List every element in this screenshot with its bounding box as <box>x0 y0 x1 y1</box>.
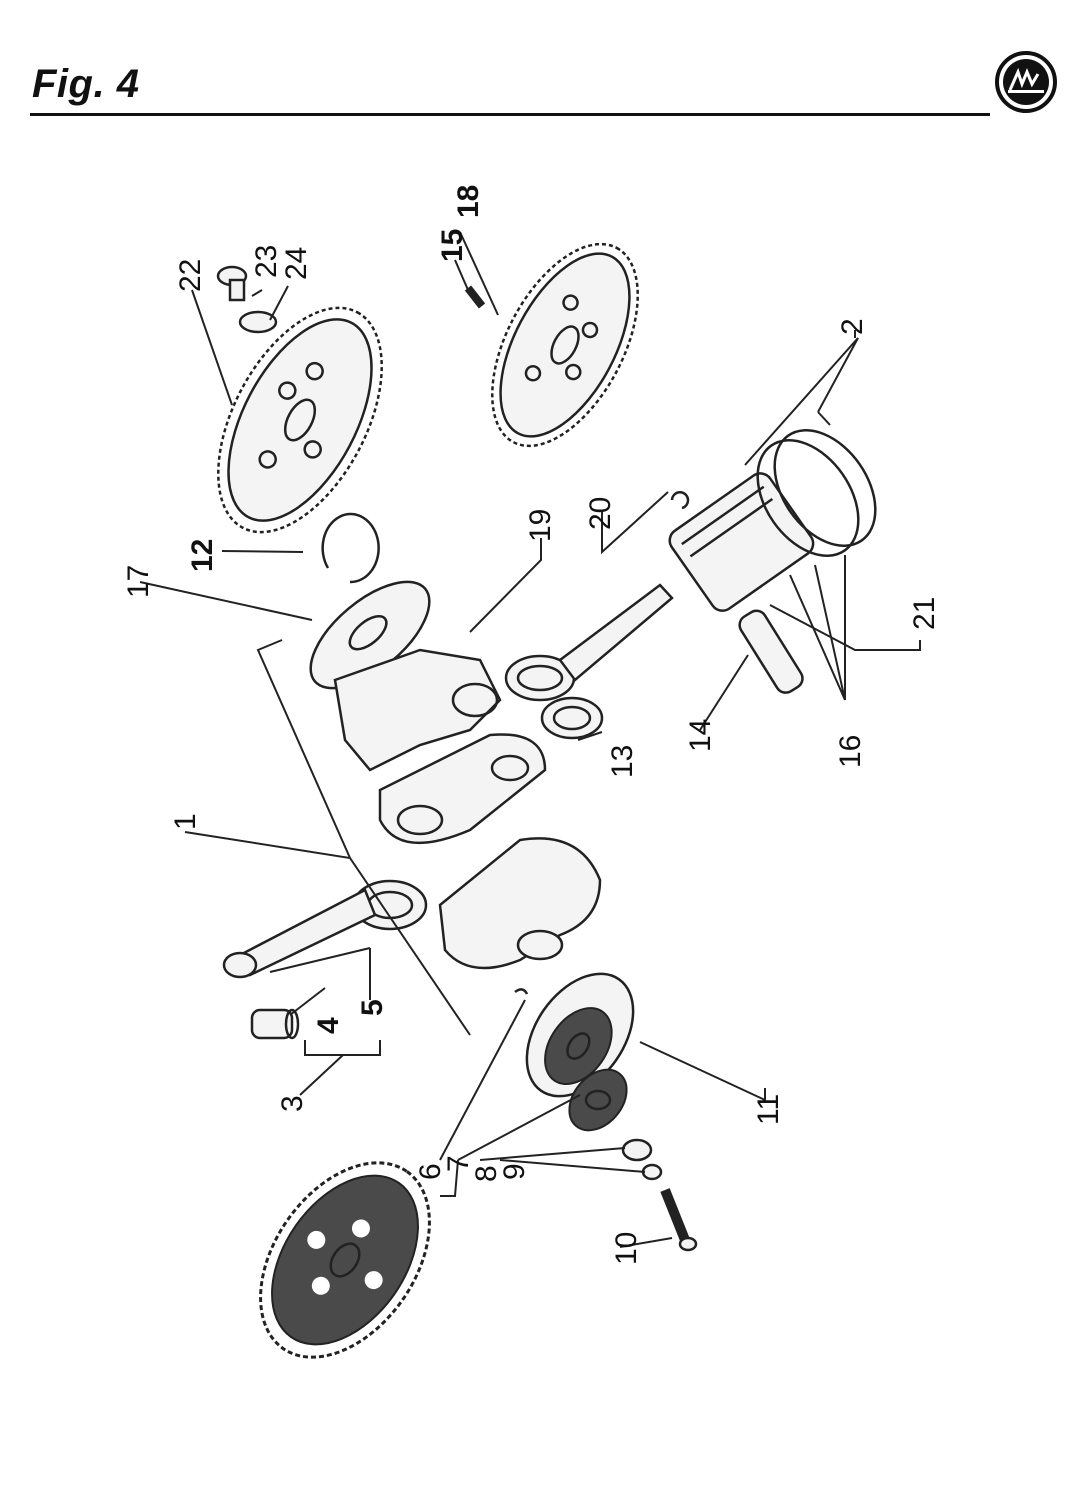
piston-clip <box>670 491 690 510</box>
connecting-rod-upper <box>504 583 674 702</box>
crank-web-middle <box>378 733 547 845</box>
small-end-bushing <box>250 1008 300 1040</box>
callout-19: 19 <box>524 509 557 542</box>
callout-24: 24 <box>280 247 313 280</box>
callout-1: 1 <box>169 813 202 830</box>
manufacturer-logo-icon <box>995 51 1057 113</box>
crank-web-lower <box>438 837 602 970</box>
flywheel-front <box>491 242 639 448</box>
flywheel-nut <box>216 265 278 334</box>
callout-5: 5 <box>356 999 389 1016</box>
callout-21: 21 <box>908 597 941 630</box>
crank-gear <box>568 1068 628 1132</box>
washers <box>621 1138 663 1181</box>
callout-22: 22 <box>174 259 207 292</box>
timing-disc <box>525 972 635 1098</box>
title-divider <box>30 113 990 116</box>
callout-7: 7 <box>442 1155 475 1172</box>
large-gear <box>259 1161 431 1359</box>
callout-15: 15 <box>436 229 469 262</box>
callout-6: 6 <box>414 1163 447 1180</box>
piston-pin <box>738 609 804 694</box>
circlip <box>321 512 380 584</box>
leader-lines <box>139 231 921 1248</box>
needle-bearing <box>540 696 604 740</box>
connecting-rod-lower <box>222 879 428 979</box>
callout-4: 4 <box>312 1017 345 1034</box>
flywheel-rear <box>217 306 383 534</box>
callout-17: 17 <box>122 565 155 598</box>
callout-18: 18 <box>452 185 485 218</box>
crank-web-upper <box>333 648 502 772</box>
callout-2: 2 <box>836 318 869 335</box>
piston <box>668 472 815 612</box>
callout-23: 23 <box>250 245 283 278</box>
callout-20: 20 <box>584 497 617 530</box>
dowel-pin <box>464 285 486 309</box>
callout-11: 11 <box>752 1094 785 1125</box>
callout-16: 16 <box>834 735 867 768</box>
woodruff-key <box>514 988 529 995</box>
callout-14: 14 <box>684 719 717 752</box>
callout-12: 12 <box>186 539 219 572</box>
callout-labels: 1 2 3 4 5 6 7 8 9 10 11 12 13 14 15 16 1… <box>122 185 941 1265</box>
piston-rings <box>756 429 877 557</box>
callout-13: 13 <box>606 745 639 778</box>
callout-3: 3 <box>276 1095 309 1112</box>
figure-title: Fig. 4 <box>32 62 140 106</box>
callout-10: 10 <box>610 1232 643 1265</box>
callout-8: 8 <box>470 1165 503 1182</box>
callout-9: 9 <box>498 1163 531 1180</box>
crank-bolt <box>660 1188 698 1252</box>
